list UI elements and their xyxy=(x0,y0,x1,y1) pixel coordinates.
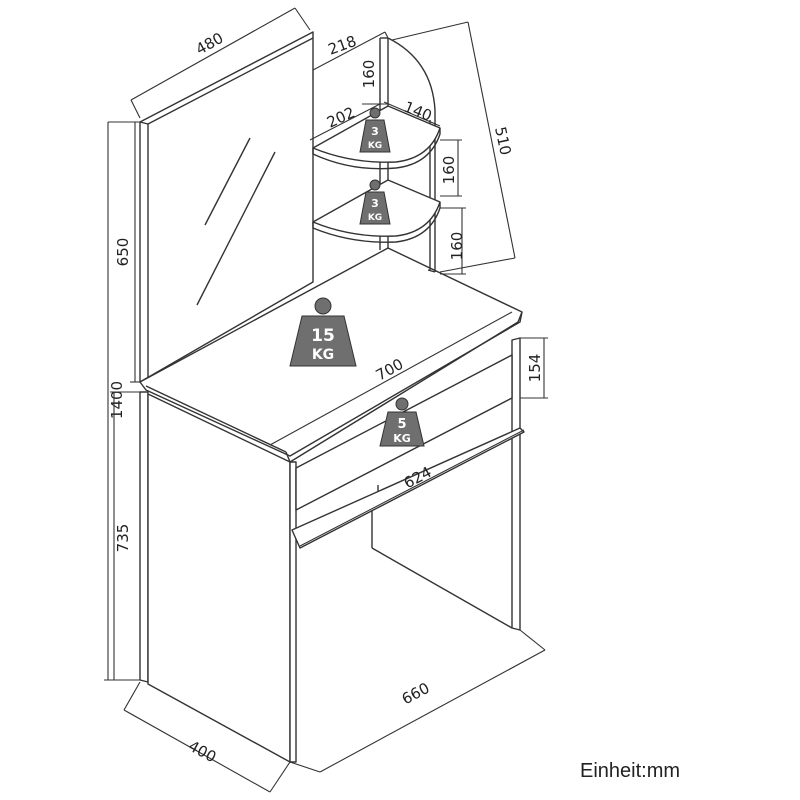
dim-shelf-gap-top: 160 xyxy=(360,44,388,105)
dim-label-160-bottom: 160 xyxy=(448,232,466,261)
dim-drawer-height: 154 xyxy=(520,337,548,399)
dim-mirror-height: 650 xyxy=(108,121,140,383)
weight-icon-tabletop: 15 KG xyxy=(289,297,357,367)
dim-shelf-gap-bottom: 160 xyxy=(440,207,466,275)
dim-label-160-mid: 160 xyxy=(440,156,458,185)
weight-unit: KG xyxy=(368,213,382,223)
weight-icon-shelf-bottom: 3 KG xyxy=(359,179,391,225)
weight-value: 5 xyxy=(397,417,406,432)
unit-label: Einheit:mm xyxy=(580,760,681,782)
dim-shelf-total-height: 510 xyxy=(391,21,516,273)
dim-label-1400: 1400 xyxy=(108,381,126,419)
dim-label-400: 400 xyxy=(185,737,219,766)
weight-value: 3 xyxy=(371,125,379,138)
weight-unit: KG xyxy=(393,432,411,445)
dim-label-480: 480 xyxy=(193,29,227,59)
dim-label-160-top: 160 xyxy=(360,60,378,89)
mirror-panel xyxy=(139,31,314,383)
dim-label-154: 154 xyxy=(526,354,544,383)
weight-icon-drawer: 5 KG xyxy=(379,397,425,447)
dim-table-height: 735 xyxy=(110,391,140,680)
weight-icon-shelf-top: 3 KG xyxy=(359,107,391,153)
dim-total-height: 1400 xyxy=(104,122,140,681)
dim-label-510: 510 xyxy=(491,125,515,157)
dim-label-660: 660 xyxy=(399,679,433,708)
dim-shelf-gap-mid: 160 xyxy=(440,139,462,197)
dim-base-width: 660 xyxy=(289,629,546,773)
dim-label-218: 218 xyxy=(326,32,359,59)
weight-value: 15 xyxy=(311,326,335,346)
weight-value: 3 xyxy=(371,197,379,210)
weight-unit: KG xyxy=(368,141,382,151)
weight-unit: KG xyxy=(312,347,334,363)
dim-label-650: 650 xyxy=(114,238,132,267)
dim-label-735: 735 xyxy=(114,524,132,553)
